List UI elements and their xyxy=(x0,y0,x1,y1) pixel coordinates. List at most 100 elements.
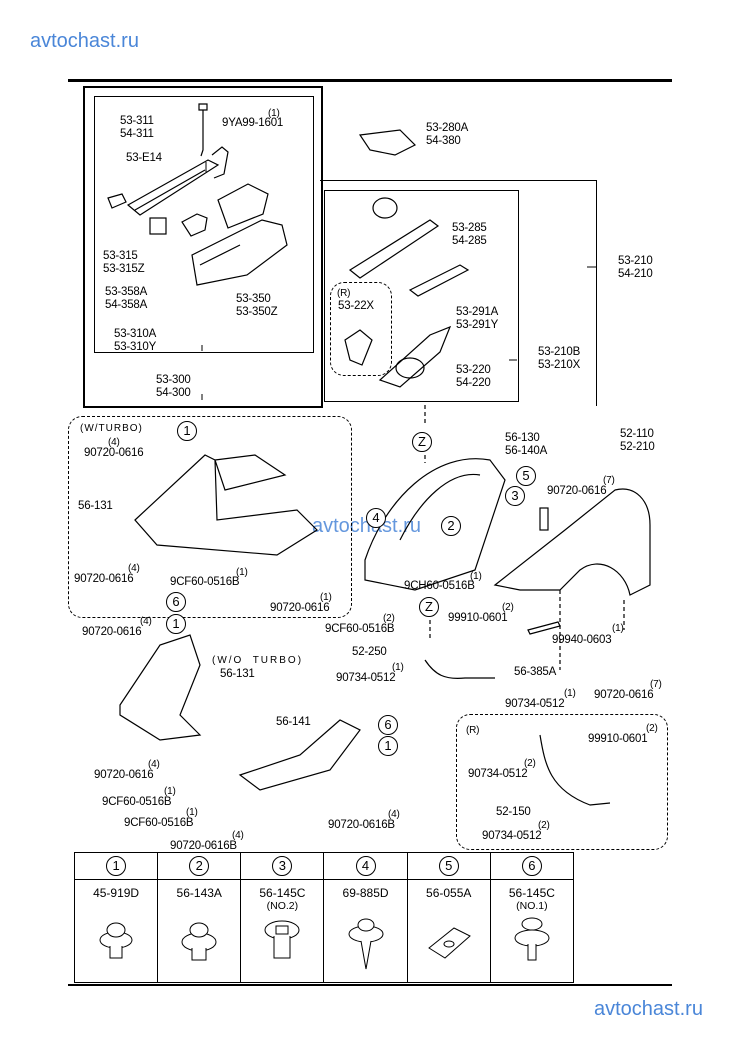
label-56-131-turbo: 56-131 xyxy=(78,500,113,512)
frame-53-210 xyxy=(320,180,597,406)
label-53-350: 53-350 xyxy=(236,293,271,305)
watermark-bottom[interactable]: avtochast.ru xyxy=(594,998,703,1020)
undercover-56-141-shape xyxy=(238,719,361,791)
legend-cell-6: 56-145C (NO.1) xyxy=(489,879,575,983)
legend-cell-5: 56-055A xyxy=(406,879,491,983)
label-54-358a: 54-358A xyxy=(105,299,148,311)
r-group-52-150 xyxy=(456,714,668,850)
legend-body-row: 45-919D 56-143A 56-145C (NO.2) 69-885D 5… xyxy=(73,879,575,983)
legend-num-6: 6 xyxy=(521,856,542,876)
callout-1-turbo: 1 xyxy=(177,421,197,441)
label-9ya99-1601: 9YA99-1601 xyxy=(222,117,284,129)
part-53-22x-shape xyxy=(344,329,373,366)
legend-note-6: (NO.1) xyxy=(516,900,548,912)
label-53-310a: 53-310A xyxy=(114,328,157,340)
bolt-9ya99-shape xyxy=(198,103,208,157)
apron-53-350-shape xyxy=(191,219,288,286)
label-53-315: 53-315 xyxy=(103,250,138,262)
legend-col-3: 3 xyxy=(240,852,325,880)
legend-col-2: 2 xyxy=(157,852,242,880)
qty-99910-r: (2) xyxy=(646,723,658,734)
label-90720-0616-fender-b: 90720-0616 xyxy=(594,689,654,701)
label-52-250: 52-250 xyxy=(352,646,387,658)
fender-52-110-shape xyxy=(493,488,651,596)
watermark-top[interactable]: avtochast.ru xyxy=(30,30,139,52)
callout-4: 4 xyxy=(366,508,386,528)
label-52-110: 52-110 xyxy=(620,428,654,440)
clip-icon-4 xyxy=(348,918,384,970)
title-wo-turbo: (W/O TURBO) xyxy=(212,655,304,666)
legend-col-6: 6 xyxy=(489,852,575,880)
bolt-fender-top-shape xyxy=(539,507,549,531)
callout-6-noturbo: 6 xyxy=(378,715,398,735)
label-56-140a: 56-140A xyxy=(505,445,548,457)
qty-9cf60-2: (2) xyxy=(383,613,395,624)
frame-53-300 xyxy=(83,86,323,408)
label-90734-0512-b: 90734-0512 xyxy=(505,698,565,710)
label-53-358a: 53-358A xyxy=(105,286,148,298)
label-90734-0512-a: 90734-0512 xyxy=(336,672,396,684)
qty-noturbo-d: (1) xyxy=(186,807,198,818)
callout-1-turbo-b: 1 xyxy=(166,614,186,634)
label-90720-0616-fender-a: 90720-0616 xyxy=(547,485,607,497)
label-90720-0616-turbo-c: 90720-0616 xyxy=(270,602,330,614)
qty-90734-a: (1) xyxy=(392,662,404,673)
legend-cell-3: 56-145C (NO.2) xyxy=(240,879,325,983)
qty-fender-7b: (7) xyxy=(650,679,662,690)
callout-3: 3 xyxy=(505,486,525,506)
label-53-210: 53-210 xyxy=(618,255,653,267)
label-52-150: 52-150 xyxy=(496,806,531,818)
qty-noturbo-f: (4) xyxy=(388,809,400,820)
clip-icon-5 xyxy=(427,927,471,959)
plate-53-358a-shape xyxy=(181,213,208,237)
label-56-131-noturbo: 56-131 xyxy=(220,668,255,680)
label-90720-0616-turbo-b: 90720-0616 xyxy=(74,573,134,585)
seal-56-385a-shape xyxy=(527,621,561,635)
member-53-285-shape xyxy=(348,219,440,279)
label-53-e14: 53-E14 xyxy=(126,152,162,164)
label-53-291y: 53-291Y xyxy=(456,319,499,331)
label-54-311: 54-311 xyxy=(120,128,154,140)
clip-icon-3 xyxy=(264,920,300,959)
r-group-53-22x xyxy=(330,282,392,376)
label-53-285: 53-285 xyxy=(452,222,487,234)
legend-num-3: 3 xyxy=(272,856,293,876)
qty-90734-b: (1) xyxy=(564,688,576,699)
legend-part-3: 56-145C xyxy=(259,886,306,900)
legend-col-1: 1 xyxy=(73,852,159,880)
qty-9ch60: (1) xyxy=(470,571,482,582)
label-90734-0512-r-a: 90734-0512 xyxy=(468,768,528,780)
clip-icon-2 xyxy=(181,922,217,961)
turbo-group xyxy=(68,416,352,618)
qty-fender-1e: (1) xyxy=(612,623,624,634)
label-54-285: 54-285 xyxy=(452,235,487,247)
label-53-315z: 53-315Z xyxy=(103,263,145,275)
qty-noturbo-a: (4) xyxy=(140,616,152,627)
callout-6-turbo: 6 xyxy=(166,592,186,612)
qty-turbo-d: (1) xyxy=(320,592,332,603)
stay-52-250-shape xyxy=(424,659,495,680)
legend-part-5: 56-055A xyxy=(426,886,472,900)
panel-53-280a-shape xyxy=(358,129,417,156)
legend-num-5: 5 xyxy=(438,856,459,876)
label-53-210b: 53-210B xyxy=(538,346,581,358)
legend-cell-2: 56-143A xyxy=(157,879,242,983)
fastener-legend-table: 1 2 3 4 5 6 45-919D 56-143A 56-145C (NO.… xyxy=(73,852,575,983)
label-53-22x: 53-22X xyxy=(338,300,374,312)
watermark-center: avtochast.ru xyxy=(312,515,421,537)
label-56-130: 56-130 xyxy=(505,432,540,444)
label-53-291a: 53-291A xyxy=(456,306,499,318)
label-53-280a: 53-280A xyxy=(426,122,469,134)
callout-z-bottom: Z xyxy=(419,597,439,617)
legend-header-row: 1 2 3 4 5 6 xyxy=(73,852,575,880)
top-rule xyxy=(68,79,672,82)
label-54-210: 54-210 xyxy=(618,268,653,280)
label-9cf60-0516b-turbo: 9CF60-0516B xyxy=(170,576,240,588)
callout-2: 2 xyxy=(441,516,461,536)
qty-turbo-b: (4) xyxy=(128,563,140,574)
legend-col-4: 4 xyxy=(323,852,408,880)
label-52-210: 52-210 xyxy=(620,441,655,453)
frame-53-310a xyxy=(94,96,314,353)
label-56-141: 56-141 xyxy=(276,716,311,728)
